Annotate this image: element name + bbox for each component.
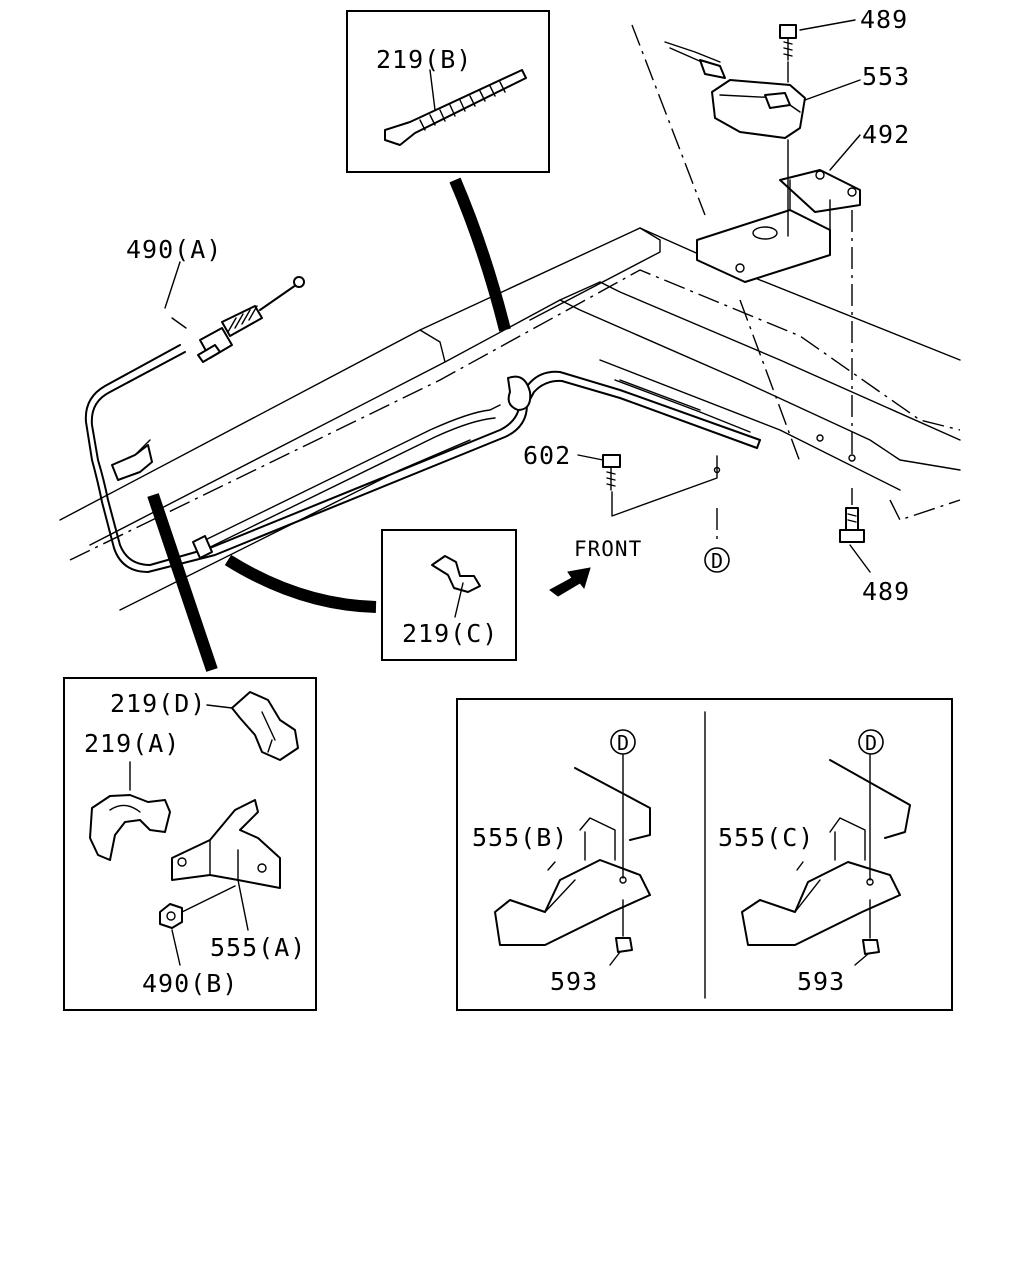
label-553: 553 (862, 62, 910, 91)
ref-marker-inset-b: D (610, 729, 636, 755)
label-front: FRONT (574, 537, 642, 561)
label-555b: 555(B) (472, 823, 568, 852)
label-leaders (164, 19, 871, 966)
shift-unit-assembly (631, 24, 865, 543)
label-219d: 219(D) (110, 689, 206, 718)
label-555a: 555(A) (210, 933, 306, 962)
label-593-left: 593 (550, 967, 598, 996)
ref-marker-inset-c: D (858, 729, 884, 755)
cable-assembly (84, 276, 761, 573)
label-490b: 490(B) (142, 969, 238, 998)
ref-marker-inset-b-label: D (617, 731, 629, 755)
label-555c: 555(C) (718, 823, 814, 852)
label-219a: 219(A) (84, 729, 180, 758)
label-593-right: 593 (797, 967, 845, 996)
ref-marker-inset-c-label: D (865, 731, 877, 755)
inset-219a-219d-555a (63, 677, 317, 1011)
label-489-top: 489 (860, 5, 908, 34)
bolt-602-group (602, 454, 721, 540)
label-492: 492 (862, 120, 910, 149)
label-489-bottom: 489 (862, 577, 910, 606)
label-219c: 219(C) (402, 619, 498, 648)
inset-219c (381, 529, 517, 661)
label-602: 602 (523, 441, 571, 470)
inset-219b (346, 10, 550, 173)
chassis-frame (59, 227, 961, 611)
callout-leaders (147, 177, 511, 672)
ref-marker-main: D (704, 547, 730, 573)
ref-marker-main-label: D (711, 549, 723, 573)
label-219b: 219(B) (376, 45, 472, 74)
front-arrow-icon (549, 567, 591, 597)
label-490a: 490(A) (126, 235, 222, 264)
inset-555b-555c (456, 698, 953, 1011)
